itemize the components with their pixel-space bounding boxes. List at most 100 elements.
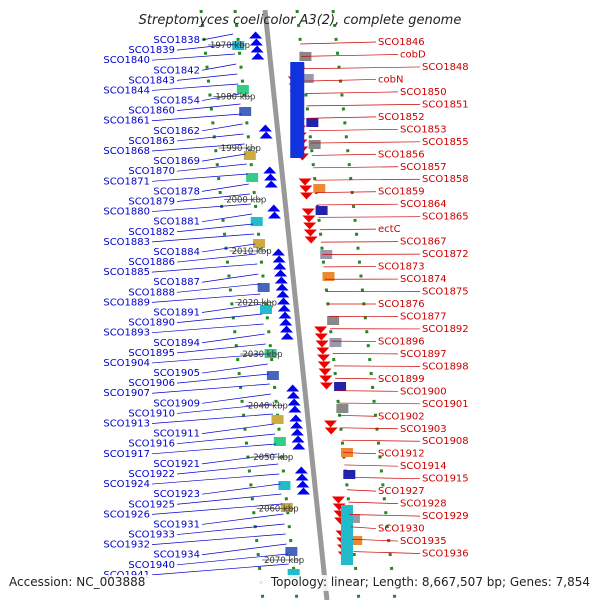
gene-block bbox=[250, 217, 263, 226]
left-gene-label: SCO1861 bbox=[103, 116, 150, 127]
forward-gene-arrow bbox=[296, 480, 310, 488]
gene-block bbox=[257, 283, 270, 292]
right-gene-label: SCO1897 bbox=[400, 349, 447, 360]
right-gene-label: SCO1928 bbox=[400, 499, 447, 510]
left-gene-label: SCO1921 bbox=[153, 459, 200, 470]
gene-block bbox=[334, 382, 347, 391]
left-gene-connector bbox=[201, 243, 256, 253]
right-gene-label: SCO1898 bbox=[422, 361, 469, 372]
forward-gene-arrow bbox=[275, 283, 289, 291]
forward-gene-arrow bbox=[277, 304, 291, 312]
left-gene-connector bbox=[176, 103, 241, 111]
left-gene-connector bbox=[176, 73, 238, 81]
left-gene-label: SCO1854 bbox=[153, 96, 200, 107]
reverse-gene-arrow bbox=[331, 496, 345, 504]
left-gene-connector bbox=[201, 93, 240, 101]
right-gene-label: SCO1896 bbox=[378, 336, 425, 347]
right-gene-label: SCO1929 bbox=[422, 511, 469, 522]
left-gene-label: SCO1879 bbox=[128, 196, 175, 207]
forward-gene-arrow bbox=[286, 391, 300, 399]
forward-gene-arrow bbox=[292, 442, 306, 450]
left-gene-label: SCO1838 bbox=[153, 35, 200, 46]
right-gene-label: SCO1864 bbox=[400, 199, 447, 210]
gene-block bbox=[343, 470, 356, 479]
gene-block bbox=[315, 206, 328, 215]
left-gene-connector bbox=[151, 293, 261, 303]
right-gene-label: SCO1927 bbox=[378, 486, 425, 497]
right-gene-label: SCO1915 bbox=[422, 474, 469, 485]
gene-block bbox=[327, 316, 340, 325]
forward-gene-arrow bbox=[274, 276, 288, 284]
right-gene-connector bbox=[304, 79, 377, 82]
right-gene-label: SCO1846 bbox=[378, 37, 425, 48]
right-gene-label: SCO1877 bbox=[400, 311, 447, 322]
gene-block bbox=[301, 74, 314, 83]
right-gene-connector bbox=[341, 439, 421, 442]
right-gene-label: SCO1901 bbox=[422, 399, 469, 410]
gene-block bbox=[350, 536, 363, 545]
left-gene-label: SCO1882 bbox=[128, 227, 175, 238]
forward-gene-arrow bbox=[288, 405, 302, 413]
gene-block bbox=[246, 173, 259, 182]
left-gene-connector bbox=[201, 153, 246, 162]
left-gene-label: SCO1909 bbox=[153, 398, 200, 409]
left-gene-label: SCO1925 bbox=[128, 499, 175, 510]
forward-gene-arrow bbox=[249, 38, 263, 46]
forward-gene-arrow bbox=[291, 435, 305, 443]
scale-tick-label: 1970 kbp bbox=[210, 41, 250, 51]
outer-left-ruler-line bbox=[199, 9, 265, 600]
right-gene-label: SCO1900 bbox=[400, 386, 447, 397]
forward-gene-arrow bbox=[258, 124, 272, 132]
left-gene-connector bbox=[201, 33, 234, 41]
gene-block bbox=[259, 305, 272, 314]
scale-tick-label: 2020 kbp bbox=[237, 299, 277, 309]
left-gene-connector bbox=[151, 263, 258, 273]
right-gene-label: SCO1935 bbox=[400, 536, 447, 547]
left-gene-connector bbox=[176, 463, 279, 475]
gene-block bbox=[285, 547, 298, 556]
left-gene-connector bbox=[176, 433, 276, 445]
left-gene-connector bbox=[201, 483, 281, 495]
reverse-gene-arrow bbox=[317, 354, 331, 362]
left-gene-label: SCO1893 bbox=[103, 328, 150, 339]
left-gene-label: SCO1842 bbox=[153, 65, 200, 76]
forward-gene-arrow bbox=[295, 473, 309, 481]
left-gene-label: SCO1883 bbox=[103, 237, 150, 248]
forward-gene-arrow bbox=[250, 45, 264, 53]
scale-tick-label: 2050 kbp bbox=[253, 453, 293, 463]
right-gene-connector bbox=[318, 216, 421, 218]
right-gene-connector bbox=[314, 178, 421, 181]
left-gene-label: SCO1880 bbox=[103, 207, 150, 218]
outer-right-ruler-line bbox=[331, 9, 397, 600]
left-gene-label: SCO1862 bbox=[153, 126, 200, 137]
right-gene-connector bbox=[349, 514, 421, 517]
left-gene-label: SCO1887 bbox=[153, 277, 200, 288]
gene-block bbox=[264, 349, 277, 358]
left-gene-connector bbox=[201, 453, 278, 465]
reverse-gene-arrow bbox=[298, 178, 312, 186]
right-gene-label: SCO1867 bbox=[400, 237, 447, 248]
scale-tick-label: 2010 kbp bbox=[232, 247, 272, 257]
reverse-gene-arrow bbox=[303, 229, 317, 237]
forward-gene-arrow bbox=[264, 173, 278, 181]
gene-block bbox=[271, 415, 284, 424]
forward-gene-arrow bbox=[264, 180, 278, 188]
left-gene-label: SCO1890 bbox=[128, 318, 175, 329]
left-gene-label: SCO1916 bbox=[128, 439, 175, 450]
left-gene-connector bbox=[201, 423, 275, 434]
reverse-gene-arrow bbox=[318, 368, 332, 376]
left-gene-connector bbox=[201, 513, 284, 525]
reverse-gene-arrow bbox=[319, 382, 333, 390]
gene-block bbox=[236, 85, 249, 94]
reverse-gene-arrow bbox=[323, 420, 337, 428]
right-gene-label: SCO1912 bbox=[378, 449, 425, 460]
forward-gene-arrow bbox=[249, 31, 263, 39]
right-gene-connector bbox=[313, 166, 399, 169]
left-gene-connector bbox=[151, 173, 248, 182]
reverse-gene-arrow bbox=[316, 347, 330, 355]
left-gene-connector bbox=[201, 213, 253, 223]
gene-block bbox=[266, 371, 279, 380]
right-gene-label: SCO1902 bbox=[378, 411, 425, 422]
right-gene-label: SCO1936 bbox=[422, 549, 469, 560]
gene-block bbox=[329, 338, 342, 347]
